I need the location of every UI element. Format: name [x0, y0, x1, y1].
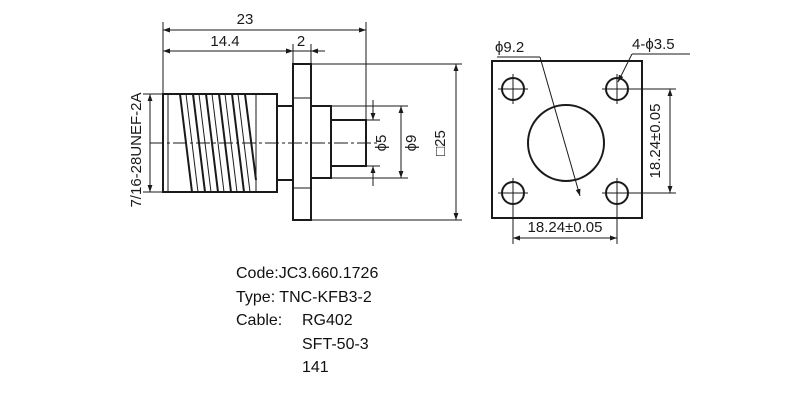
flange: [292, 63, 312, 221]
insulator-diameter-label: ϕ9: [403, 135, 420, 152]
cable-row: SFT-50-3: [236, 333, 378, 357]
type-value: TNC-KFB3-2: [279, 288, 372, 306]
type-label: Type:: [236, 288, 276, 306]
thread-label: 7/16-28UNEF-2A: [128, 92, 145, 207]
shoulder: [310, 105, 332, 179]
hole-spacing-vertical-label: 18.24±0.05: [647, 104, 664, 179]
front-view: ϕ9.2 4-ϕ3.5 18.24±0.05 18.24±0.05: [491, 36, 690, 244]
flange-square-label: □25: [432, 130, 449, 156]
cable-value: RG402: [302, 312, 353, 329]
hole-spacing-horizontal-label: 18.24±0.05: [528, 219, 603, 236]
center-hole: [527, 104, 605, 182]
flange-outline: [491, 60, 643, 219]
type-row: Type: TNC-KFB3-2: [236, 286, 378, 310]
cable-value: SFT-50-3: [302, 335, 369, 353]
cable-label: Cable:: [236, 312, 283, 329]
body-length-label: 14.4: [210, 33, 239, 50]
flange-thickness-label: 2: [297, 33, 305, 50]
center-hole-label: ϕ9.2: [495, 39, 524, 56]
code-value: JC3.660.1726: [278, 265, 379, 282]
cable-value: 141: [302, 359, 329, 376]
cable-row: Cable: RG402: [236, 309, 378, 333]
code-row: Code:JC3.660.1726: [236, 262, 378, 286]
mount-holes-label: 4-ϕ3.5: [632, 36, 675, 53]
part-info: Code:JC3.660.1726 Type: TNC-KFB3-2 Cable…: [236, 262, 378, 380]
code-label: Code:: [236, 265, 279, 282]
side-view: 23 14.4 2 7/16-28UNEF-2A ϕ5 ϕ9 □25: [128, 11, 462, 221]
pin-diameter-label: ϕ5: [373, 135, 390, 152]
cable-row: 141: [236, 356, 378, 380]
overall-length-label: 23: [237, 11, 254, 28]
